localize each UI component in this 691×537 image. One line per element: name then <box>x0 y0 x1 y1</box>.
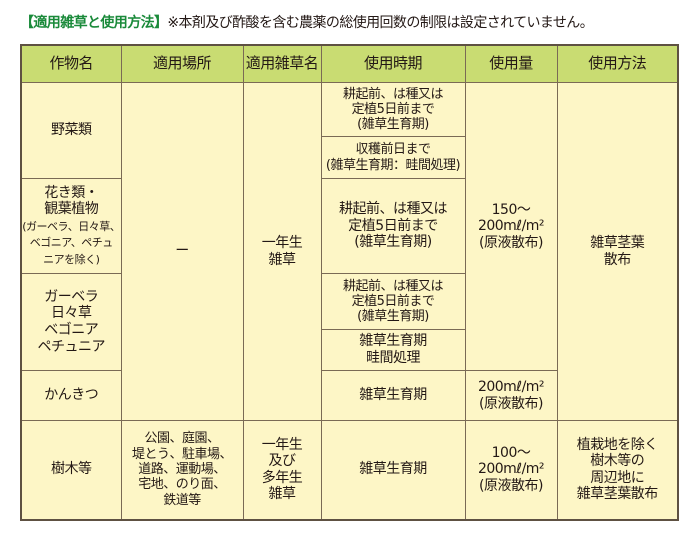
header-timing: 使用時期 <box>320 44 466 83</box>
crop-trees: 樹木等 <box>20 420 122 520</box>
table-row: ガーベラ 日々草 ベゴニア ペチュニア 耕起前、は種又は 定植5日前まで (雑草… <box>20 273 678 371</box>
crop-flowers-name: 花き類・ 観葉植物 <box>44 184 99 218</box>
section-heading: 【適用雑草と使用方法】※本剤及び酢酸を含む農薬の総使用回数の制限は設定されていま… <box>20 12 594 32</box>
table-row: 雑草生育期 畦間処理 <box>21 329 678 371</box>
heading-note: ※本剤及び酢酸を含む農薬の総使用回数の制限は設定されていません。 <box>167 15 594 31</box>
table-row: かんきつ 雑草生育期 200mℓ/m² (原液散布) <box>20 370 678 421</box>
table-row: 収穫前日まで (雑草生育期：畦間処理) <box>21 136 678 179</box>
timing-5: 雑草生育期 畦間処理 <box>320 329 466 371</box>
timing-6: 雑草生育期 <box>320 370 466 421</box>
header-amount: 使用量 <box>464 44 558 83</box>
header-crop: 作物名 <box>20 44 122 83</box>
timing-1: 耕起前、は種又は 定植5日前まで (雑草生育期) <box>320 82 466 137</box>
crop-flowers: 花き類・ 観葉植物(ガーベラ、日々草、 ベゴニア、ペチュ ニアを除く) <box>20 178 122 274</box>
weeds-crops: 一年生 雑草 <box>242 82 322 421</box>
heading-label: 【適用雑草と使用方法】 <box>20 15 168 31</box>
usage-table: 作物名 適用場所 適用雑草名 使用時期 使用量 使用方法 野菜類 ー 一年生 雑… <box>20 44 679 521</box>
crop-citrus: かんきつ <box>20 370 122 421</box>
amount-crops: 150〜 200mℓ/m² (原液散布) <box>464 82 558 371</box>
weeds-trees: 一年生 及び 多年生 雑草 <box>242 420 322 520</box>
place-crops: ー <box>120 82 244 421</box>
place-trees: 公園、庭園、 堤とう、駐車場、 道路、運動場、 宅地、のり面、 鉄道等 <box>120 420 244 520</box>
method-crops: 雑草茎葉 散布 <box>556 82 679 421</box>
timing-7: 雑草生育期 <box>320 420 466 520</box>
crop-flowers-note: (ガーベラ、日々草、 ベゴニア、ペチュ ニアを除く) <box>22 219 121 266</box>
amount-trees: 100〜 200mℓ/m² (原液散布) <box>464 420 558 520</box>
timing-3: 耕起前、は種又は 定植5日前まで (雑草生育期) <box>320 178 466 274</box>
crop-vegetables: 野菜類 <box>20 82 122 179</box>
method-trees: 植栽地を除く 樹木等の 周辺地に 雑草茎葉散布 <box>556 420 679 520</box>
header-weed: 適用雑草名 <box>242 44 322 83</box>
header-place: 適用場所 <box>120 44 244 83</box>
crop-gerbera: ガーベラ 日々草 ベゴニア ペチュニア <box>20 273 122 371</box>
table-row: 花き類・ 観葉植物(ガーベラ、日々草、 ベゴニア、ペチュ ニアを除く) 耕起前、… <box>20 178 678 274</box>
amount-citrus: 200mℓ/m² (原液散布) <box>464 370 558 421</box>
table-row: 野菜類 ー 一年生 雑草 耕起前、は種又は 定植5日前まで (雑草生育期) 15… <box>20 82 679 421</box>
timing-4: 耕起前、は種又は 定植5日前まで (雑草生育期) <box>320 273 466 330</box>
timing-2: 収穫前日まで (雑草生育期：畦間処理) <box>320 136 466 179</box>
table-row: 樹木等 公園、庭園、 堤とう、駐車場、 道路、運動場、 宅地、のり面、 鉄道等 … <box>20 420 679 520</box>
header-method: 使用方法 <box>556 44 679 83</box>
header-row: 作物名 適用場所 適用雑草名 使用時期 使用量 使用方法 <box>20 44 679 83</box>
